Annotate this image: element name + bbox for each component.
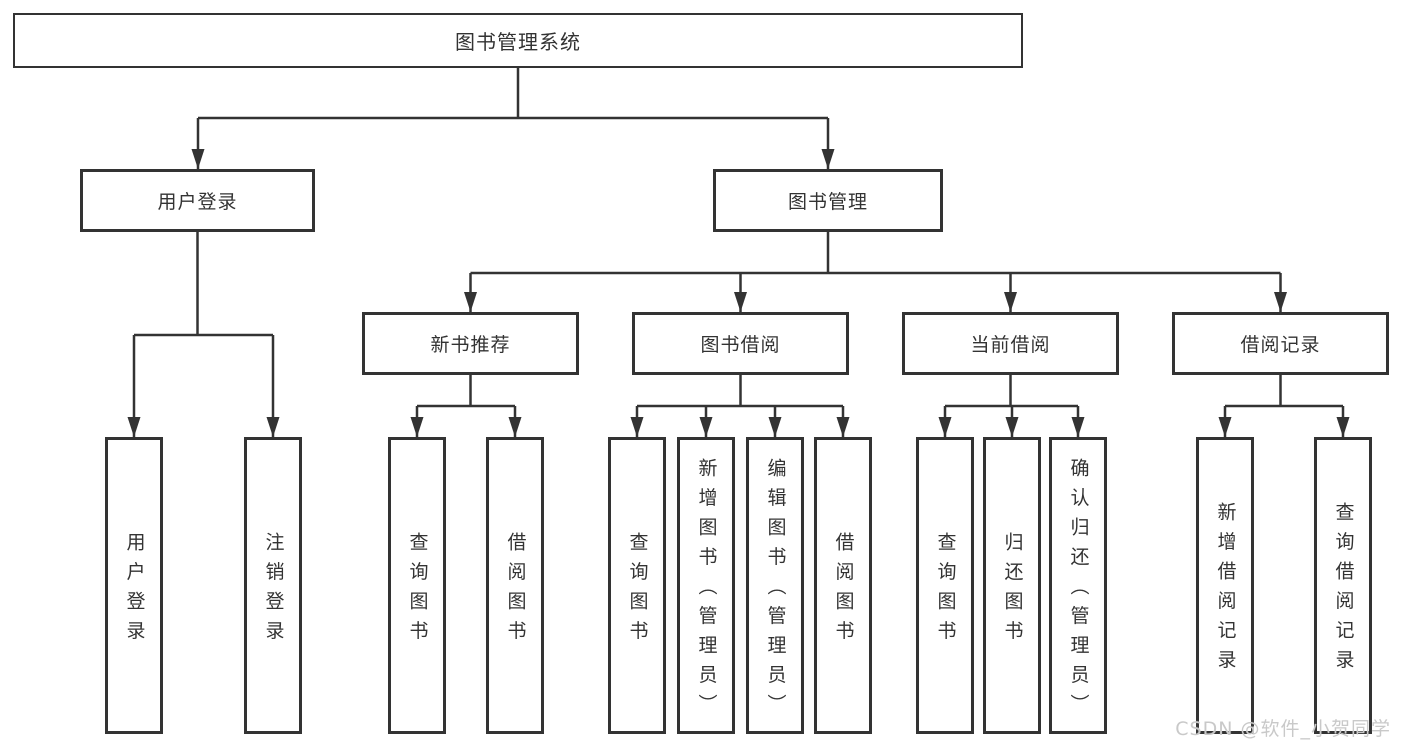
- leaf-query-books-current: 查询图书: [916, 437, 974, 734]
- node-label: 用户登录: [123, 531, 146, 650]
- leaf-logout: 注销登录: [244, 437, 302, 734]
- node-label: 归还图书: [1001, 531, 1024, 650]
- node-user-login: 用户登录: [80, 169, 315, 232]
- node-label: 借阅图书: [504, 531, 527, 650]
- leaf-query-books-borrow: 查询图书: [608, 437, 666, 734]
- leaf-query-books-recommend: 查询图书: [388, 437, 446, 734]
- leaf-user-login: 用户登录: [105, 437, 163, 734]
- node-label: 新增图书（管理员）: [695, 458, 718, 724]
- node-label: 查询借阅记录: [1332, 502, 1355, 680]
- node-label: 当前借阅: [970, 334, 1051, 356]
- node-label: 图书管理: [787, 191, 868, 213]
- leaf-edit-book-admin: 编辑图书（管理员）: [746, 437, 804, 734]
- node-label: 图书管理系统: [455, 30, 581, 54]
- node-label: 查询图书: [626, 531, 649, 650]
- leaf-return-book: 归还图书: [983, 437, 1041, 734]
- node-root: 图书管理系统: [13, 13, 1023, 68]
- leaf-add-book-admin: 新增图书（管理员）: [677, 437, 735, 734]
- node-label: 编辑图书（管理员）: [764, 458, 787, 724]
- node-label: 确认归还（管理员）: [1067, 458, 1090, 724]
- connector-arrows: [127, 118, 1350, 437]
- node-label: 注销登录: [262, 531, 285, 650]
- leaf-borrow-books-recommend: 借阅图书: [486, 437, 544, 734]
- node-label: 用户登录: [157, 191, 238, 213]
- csdn-watermark: CSDN @软件_小贺同学: [1175, 718, 1391, 740]
- node-new-book-recommend: 新书推荐: [362, 312, 579, 375]
- node-label: 借阅记录: [1240, 334, 1321, 356]
- node-label: 新书推荐: [430, 334, 511, 356]
- leaf-confirm-return-admin: 确认归还（管理员）: [1049, 437, 1107, 734]
- node-label: 查询图书: [406, 531, 429, 650]
- leaf-add-borrow-record: 新增借阅记录: [1196, 437, 1254, 734]
- node-book-management: 图书管理: [713, 169, 943, 232]
- leaf-borrow-books: 借阅图书: [814, 437, 872, 734]
- node-current-borrow: 当前借阅: [902, 312, 1119, 375]
- leaf-query-borrow-record: 查询借阅记录: [1314, 437, 1372, 734]
- node-label: 新增借阅记录: [1214, 502, 1237, 680]
- node-label: 借阅图书: [832, 531, 855, 650]
- node-label: 查询图书: [934, 531, 957, 650]
- node-borrow-records: 借阅记录: [1172, 312, 1389, 375]
- node-label: 图书借阅: [700, 334, 781, 356]
- node-book-borrow: 图书借阅: [632, 312, 849, 375]
